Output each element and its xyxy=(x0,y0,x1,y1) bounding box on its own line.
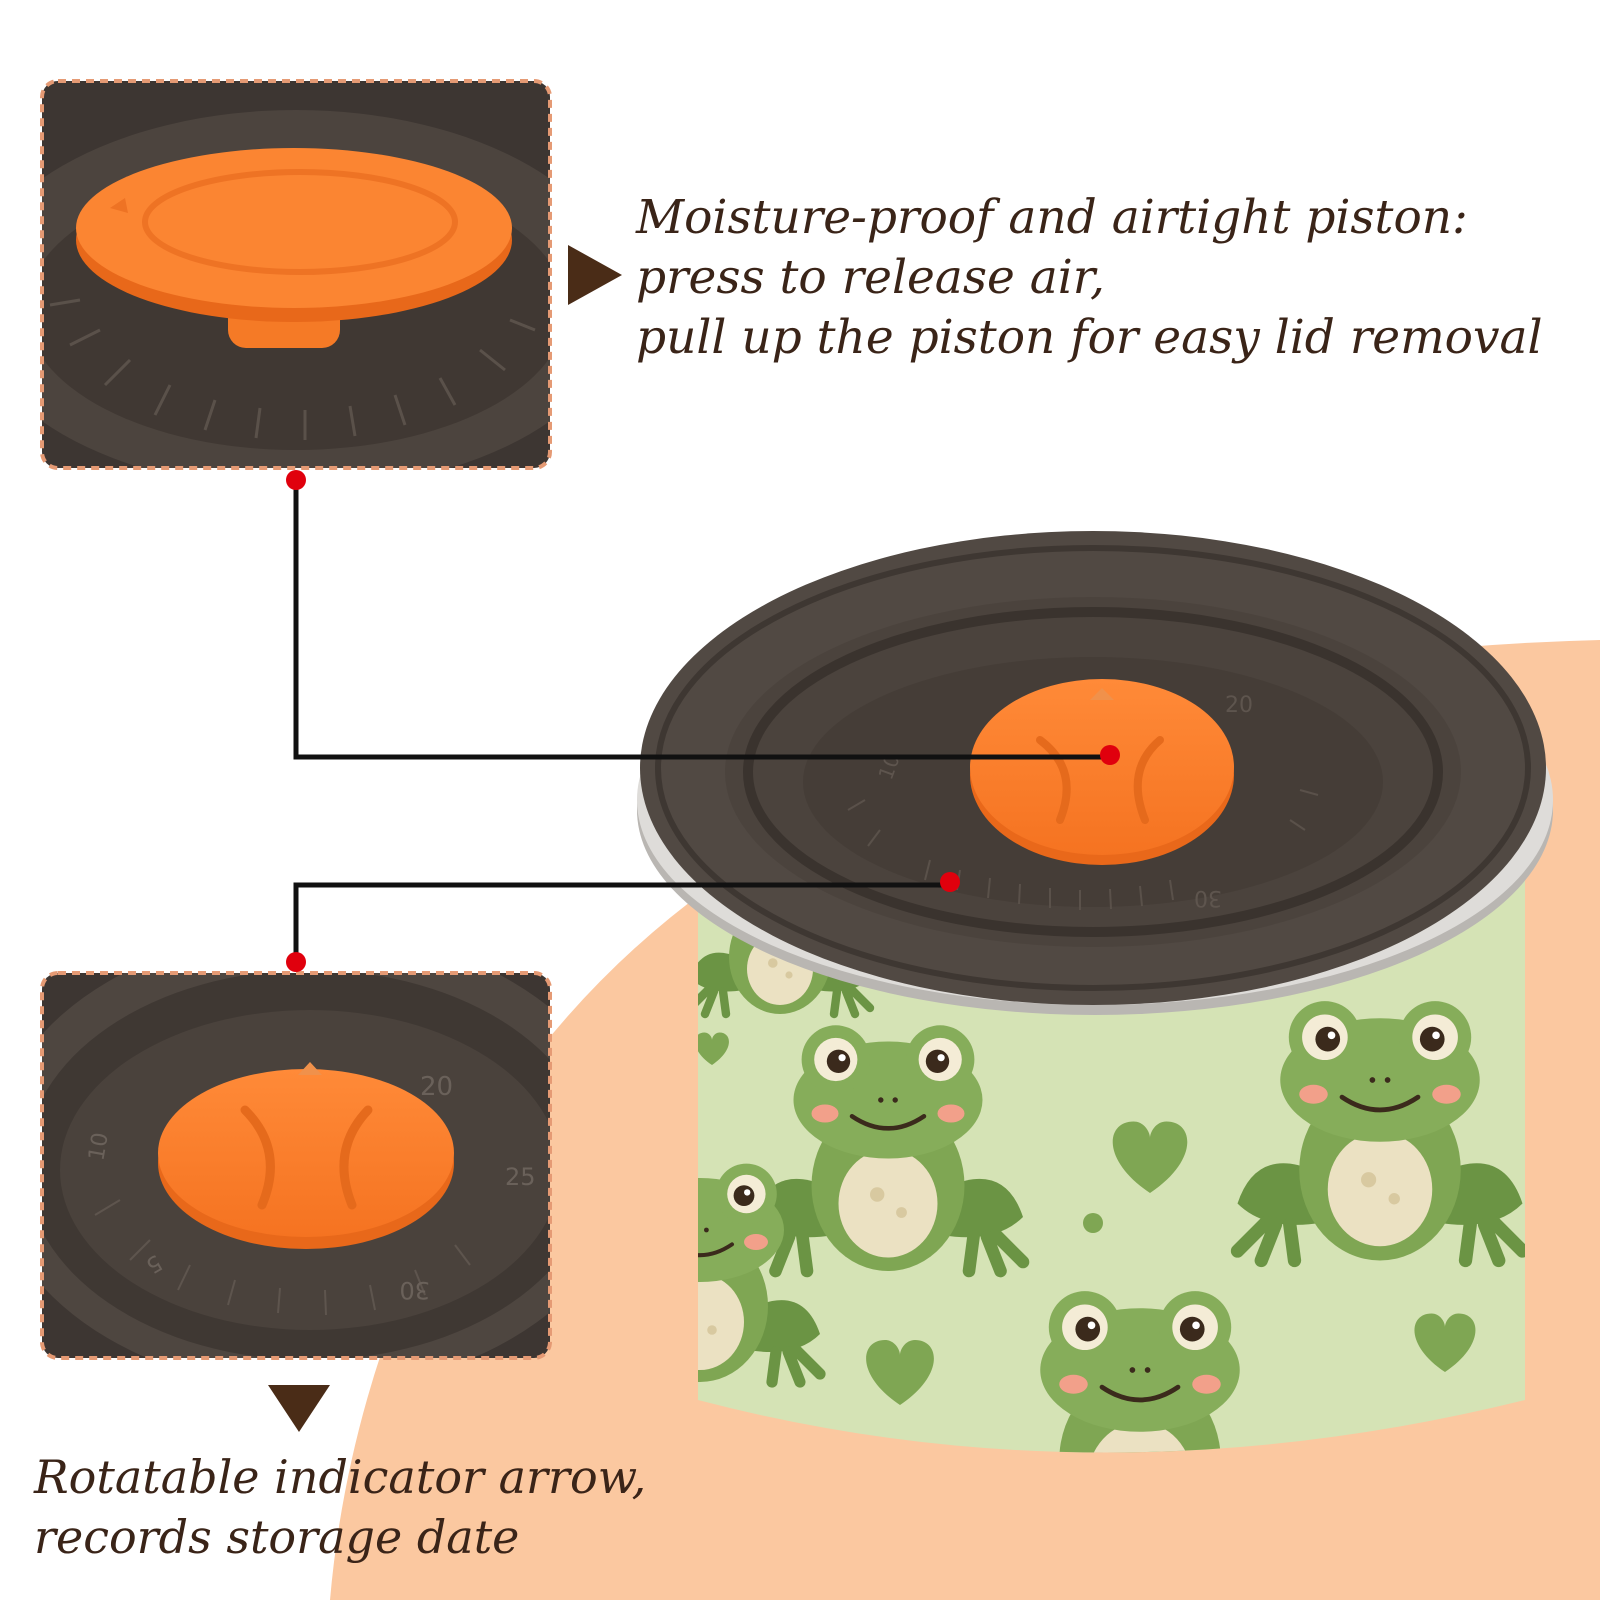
piston-knob xyxy=(970,679,1234,865)
lid-dial-number: 30 xyxy=(1194,885,1222,910)
caption-line: pull up the piston for easy lid removal xyxy=(636,310,1543,365)
pointer-down-icon xyxy=(268,1385,330,1432)
callout-connectors xyxy=(286,470,1120,972)
inset-dial-number: 20 xyxy=(420,1072,453,1102)
indicator-arrow-icon xyxy=(1090,688,1114,700)
callout-dot xyxy=(286,952,306,972)
caption-line: Moisture-proof and airtight piston: xyxy=(636,190,1468,245)
feature-caption-indicator: Rotatable indicator arrow, records stora… xyxy=(34,1447,646,1567)
frog-pattern xyxy=(698,850,1523,1550)
indicator-arrow-icon xyxy=(298,1062,322,1075)
caption-line: press to release air, xyxy=(636,250,1105,305)
lid-dial-number: 20 xyxy=(1225,693,1253,718)
caption-line: Rotatable indicator arrow, xyxy=(34,1450,647,1504)
inset-piston-closeup xyxy=(40,79,552,470)
pointer-right-icon xyxy=(568,245,622,305)
inset-dial-number: 25 xyxy=(505,1163,536,1191)
callout-dot xyxy=(286,470,306,490)
feature-caption-piston: Moisture-proof and airtight piston: pres… xyxy=(636,188,1543,368)
inset-dial-closeup: 20 25 30 5 10 xyxy=(40,971,552,1360)
jar-lid: 20 30 10 xyxy=(637,531,1553,1015)
inset-dial-number: 10 xyxy=(84,1131,113,1163)
callout-dot xyxy=(1100,745,1120,765)
inset-dial-number: 30 xyxy=(399,1276,430,1304)
caption-line: records storage date xyxy=(34,1510,520,1564)
callout-dot xyxy=(940,872,960,892)
jar-body xyxy=(698,850,1525,1550)
